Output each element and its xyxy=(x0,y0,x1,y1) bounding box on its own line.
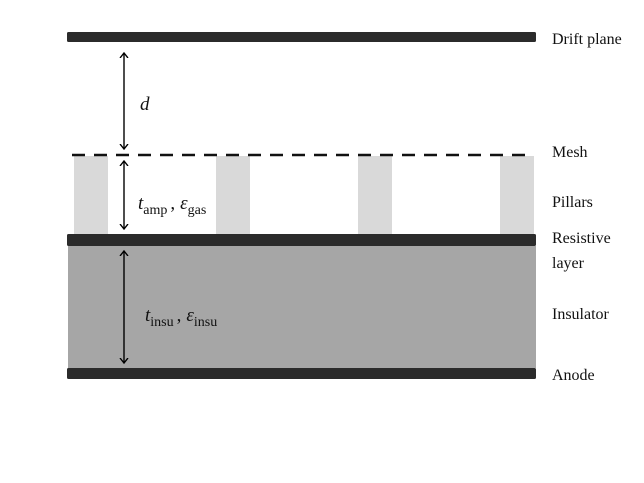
insulator-label: Insulator xyxy=(552,306,610,323)
pillar xyxy=(358,156,392,235)
resistive-layer-label: Resistive xyxy=(552,230,611,247)
resistive-layer-electrode xyxy=(67,234,536,246)
pillars-label: Pillars xyxy=(552,194,593,211)
drift-plane-electrode xyxy=(67,32,536,42)
amp-gap-label: tamp,εgas xyxy=(138,193,206,218)
drift-gap-label: d xyxy=(140,94,150,115)
drift-plane-label: Drift plane xyxy=(552,31,622,48)
resistive-layer-label-line2: layer xyxy=(552,255,585,272)
pillar xyxy=(74,156,108,235)
pillar xyxy=(216,156,250,235)
mesh-label: Mesh xyxy=(552,144,588,161)
anode-label: Anode xyxy=(552,367,595,384)
pillar xyxy=(500,156,534,235)
anode-electrode xyxy=(67,368,536,379)
insulator-thickness-label: tinsu,εinsu xyxy=(145,305,217,330)
insulator-block xyxy=(68,246,536,368)
